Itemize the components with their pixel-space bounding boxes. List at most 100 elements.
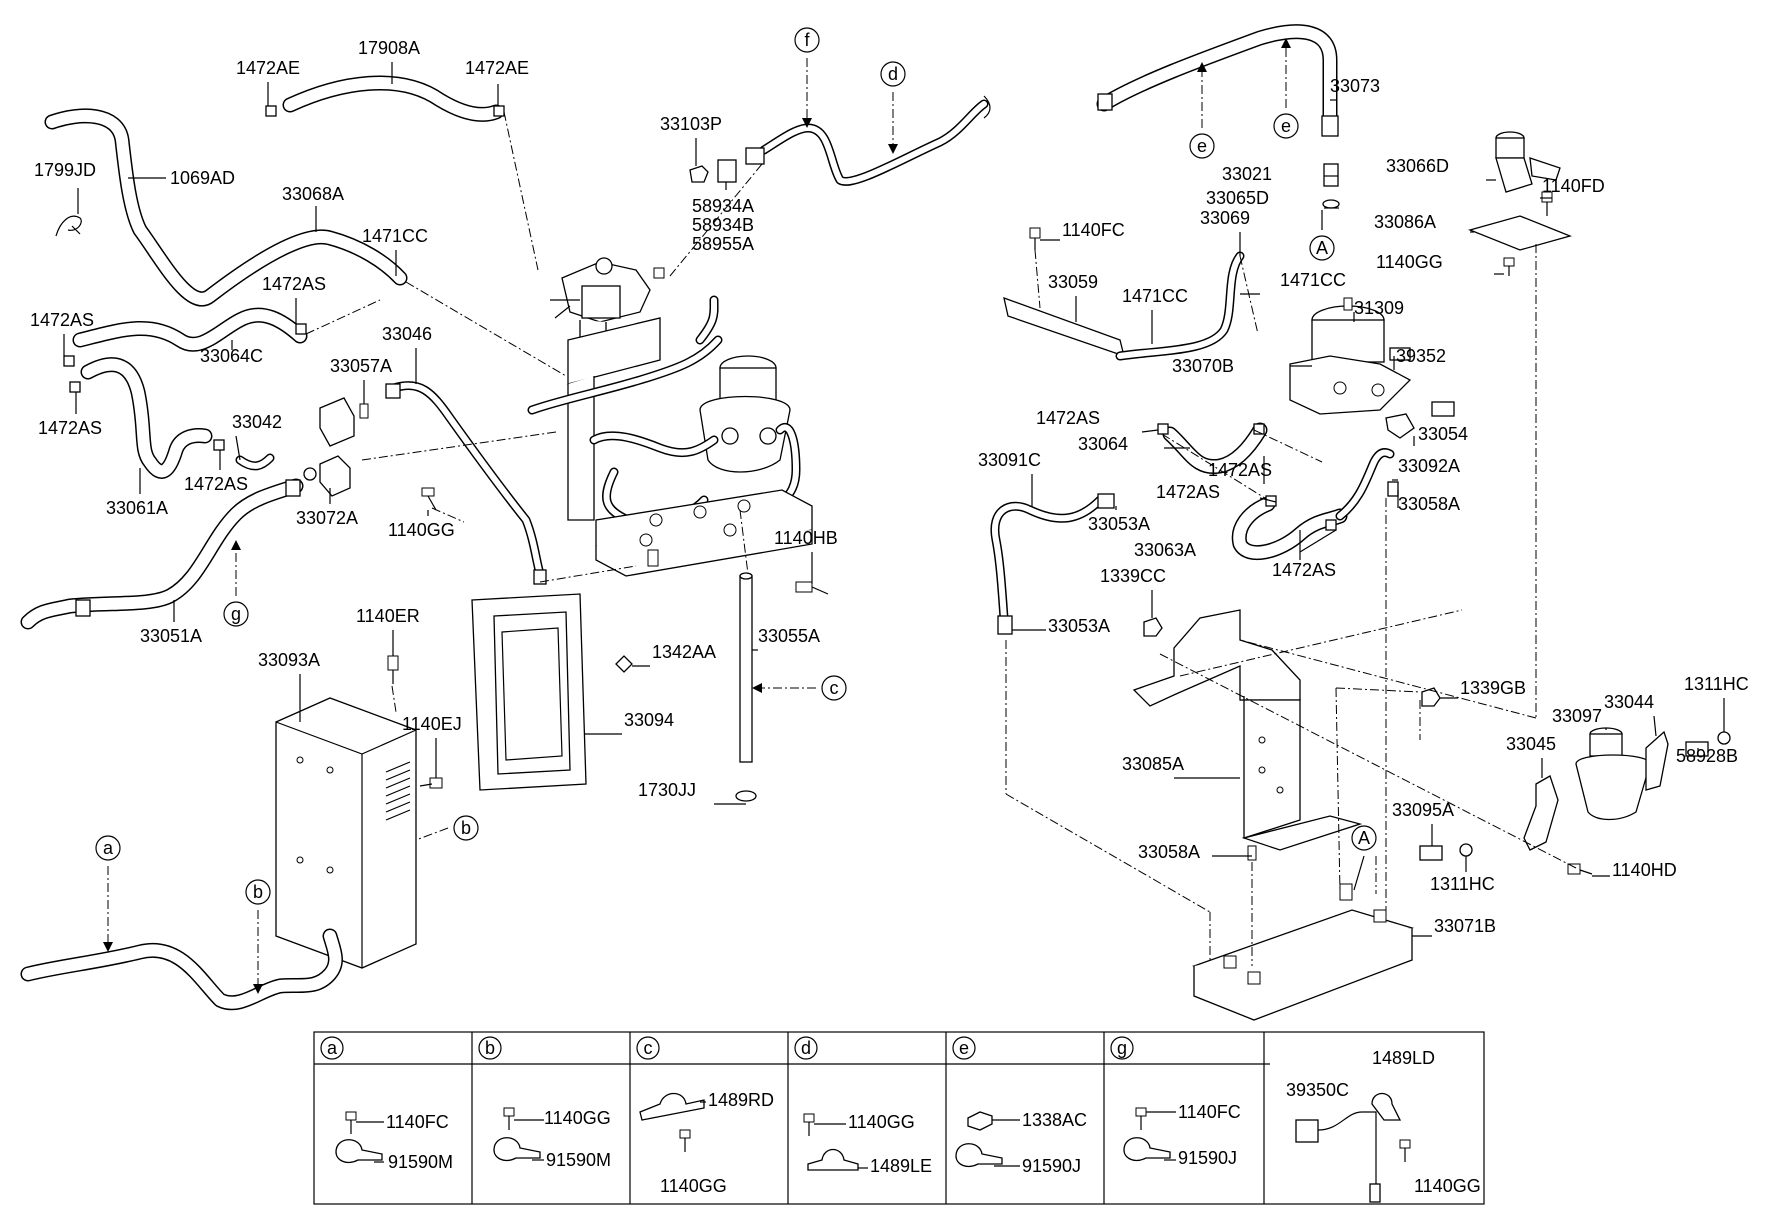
part-label-33069: 33069 — [1200, 208, 1250, 228]
part-label-1140FD: 1140FD — [1542, 176, 1605, 196]
table-header-a: a — [320, 1036, 344, 1060]
svg-text:b: b — [461, 818, 471, 838]
part-label-1472AE-b: 1472AE — [465, 58, 529, 78]
svg-text:A: A — [1358, 828, 1370, 848]
callout-b-8: b — [245, 879, 271, 905]
table-part-1489LE: 1489LE — [870, 1156, 932, 1176]
part-label-33072A: 33072A — [296, 508, 358, 528]
svg-text:a: a — [103, 838, 114, 858]
part-label-33070B: 33070B — [1172, 356, 1234, 376]
part-label-1311HC-b: 1311HC — [1430, 874, 1495, 894]
part-label-31309: 31309 — [1354, 298, 1404, 318]
table-part-1140FC: 1140FC — [1178, 1102, 1241, 1122]
svg-text:e: e — [959, 1038, 969, 1058]
table-part-1140GG: 1140GG — [848, 1112, 915, 1132]
table-header-g: g — [1110, 1036, 1134, 1060]
part-label-1472AS-e: 1472AS — [1036, 408, 1100, 428]
table-part-labels: 1140FC91590M1140GG91590M1489RD1140GG1140… — [386, 1048, 1481, 1196]
part-label-1140FC-a: 1140FC — [1062, 220, 1125, 240]
callout-g-5: g — [223, 601, 249, 627]
table-part-1140GG: 1140GG — [660, 1176, 727, 1196]
callout-a-7: a — [95, 835, 121, 861]
part-label-1140GG-b: 1140GG — [1376, 252, 1443, 272]
svg-text:f: f — [804, 30, 810, 50]
table-header-b: b — [478, 1036, 502, 1060]
svg-text:c: c — [830, 678, 839, 698]
svg-text:g: g — [231, 604, 241, 624]
assembly-dash-lines — [305, 111, 1577, 966]
part-label-33064: 33064 — [1078, 434, 1128, 454]
part-label-33058A-a: 33058A — [1398, 494, 1460, 514]
table-part-1140GG: 1140GG — [544, 1108, 611, 1128]
svg-text:a: a — [327, 1038, 338, 1058]
left-assembly-drawing — [20, 75, 991, 1011]
part-label-33071B: 33071B — [1434, 916, 1496, 936]
part-label-33093A: 33093A — [258, 650, 320, 670]
callout-c-6: c — [821, 675, 847, 701]
part-label-1472AS-g: 1472AS — [1156, 482, 1220, 502]
part-label-58934A: 58934A — [692, 196, 754, 216]
part-label-33066D: 33066D — [1386, 156, 1449, 176]
svg-text:b: b — [253, 882, 263, 902]
part-label-33057A: 33057A — [330, 356, 392, 376]
svg-text:b: b — [485, 1038, 495, 1058]
part-label-17908A: 17908A — [358, 38, 420, 58]
label-leaders — [63, 62, 1725, 937]
part-label-1140GG-a: 1140GG — [388, 520, 455, 540]
callout-e-2: e — [1189, 133, 1215, 159]
part-label-33059: 33059 — [1048, 272, 1098, 292]
table-part-91590M: 91590M — [388, 1152, 453, 1172]
callout-A-10: A — [1351, 825, 1377, 851]
part-label-33045: 33045 — [1506, 734, 1556, 754]
part-label-1472AS-h: 1472AS — [1272, 560, 1336, 580]
part-label-33092A: 33092A — [1398, 456, 1460, 476]
svg-text:e: e — [1197, 136, 1207, 156]
callout-b-9: b — [453, 815, 479, 841]
part-label-1339GB: 1339GB — [1460, 678, 1526, 698]
part-label-33085A: 33085A — [1122, 754, 1184, 774]
part-label-33058A-b: 33058A — [1138, 842, 1200, 862]
part-label-33053A-a: 33053A — [1088, 514, 1150, 534]
part-label-33103P: 33103P — [660, 114, 722, 134]
part-label-33095A: 33095A — [1392, 800, 1454, 820]
table-part-1489RD: 1489RD — [708, 1090, 774, 1110]
part-label-1472AS-d: 1472AS — [184, 474, 248, 494]
callout-arrows — [103, 38, 1365, 994]
part-label-1472AE-a: 1472AE — [236, 58, 300, 78]
part-label-58928B: 58928B — [1676, 746, 1738, 766]
part-label-58955A: 58955A — [692, 234, 754, 254]
part-label-33091C: 33091C — [978, 450, 1041, 470]
part-label-33068A: 33068A — [282, 184, 344, 204]
table-header-d: d — [794, 1036, 818, 1060]
callout-d-1: d — [880, 61, 906, 87]
svg-text:g: g — [1117, 1038, 1127, 1058]
callout-A-4: A — [1309, 235, 1335, 261]
part-label-1339CC: 1339CC — [1100, 566, 1166, 586]
part-label-1342AA: 1342AA — [652, 642, 716, 662]
part-label-33073: 33073 — [1330, 76, 1380, 96]
part-label-1472AS-b: 1472AS — [30, 310, 94, 330]
svg-text:A: A — [1316, 238, 1328, 258]
part-label-33055A: 33055A — [758, 626, 820, 646]
table-part-91590J: 91590J — [1178, 1148, 1237, 1168]
part-label-1471CC-a: 1471CC — [362, 226, 428, 246]
part-label-1140EJ: 1140EJ — [402, 714, 462, 734]
table-part-39350C: 39350C — [1286, 1080, 1349, 1100]
table-part-1489LD: 1489LD — [1372, 1048, 1435, 1068]
svg-text:e: e — [1281, 116, 1291, 136]
right-assembly-drawing — [990, 24, 1731, 1021]
part-label-1472AS-f: 1472AS — [1208, 460, 1272, 480]
part-label-1472AS-c: 1472AS — [38, 418, 102, 438]
part-label-33051A: 33051A — [140, 626, 202, 646]
part-label-1140ER: 1140ER — [356, 606, 420, 626]
part-label-33042: 33042 — [232, 412, 282, 432]
part-label-33097: 33097 — [1552, 706, 1602, 726]
part-label-1799JD: 1799JD — [34, 160, 96, 180]
part-label-1471CC-b: 1471CC — [1280, 270, 1346, 290]
part-label-33054: 33054 — [1418, 424, 1468, 444]
table-part-1140FC: 1140FC — [386, 1112, 449, 1132]
